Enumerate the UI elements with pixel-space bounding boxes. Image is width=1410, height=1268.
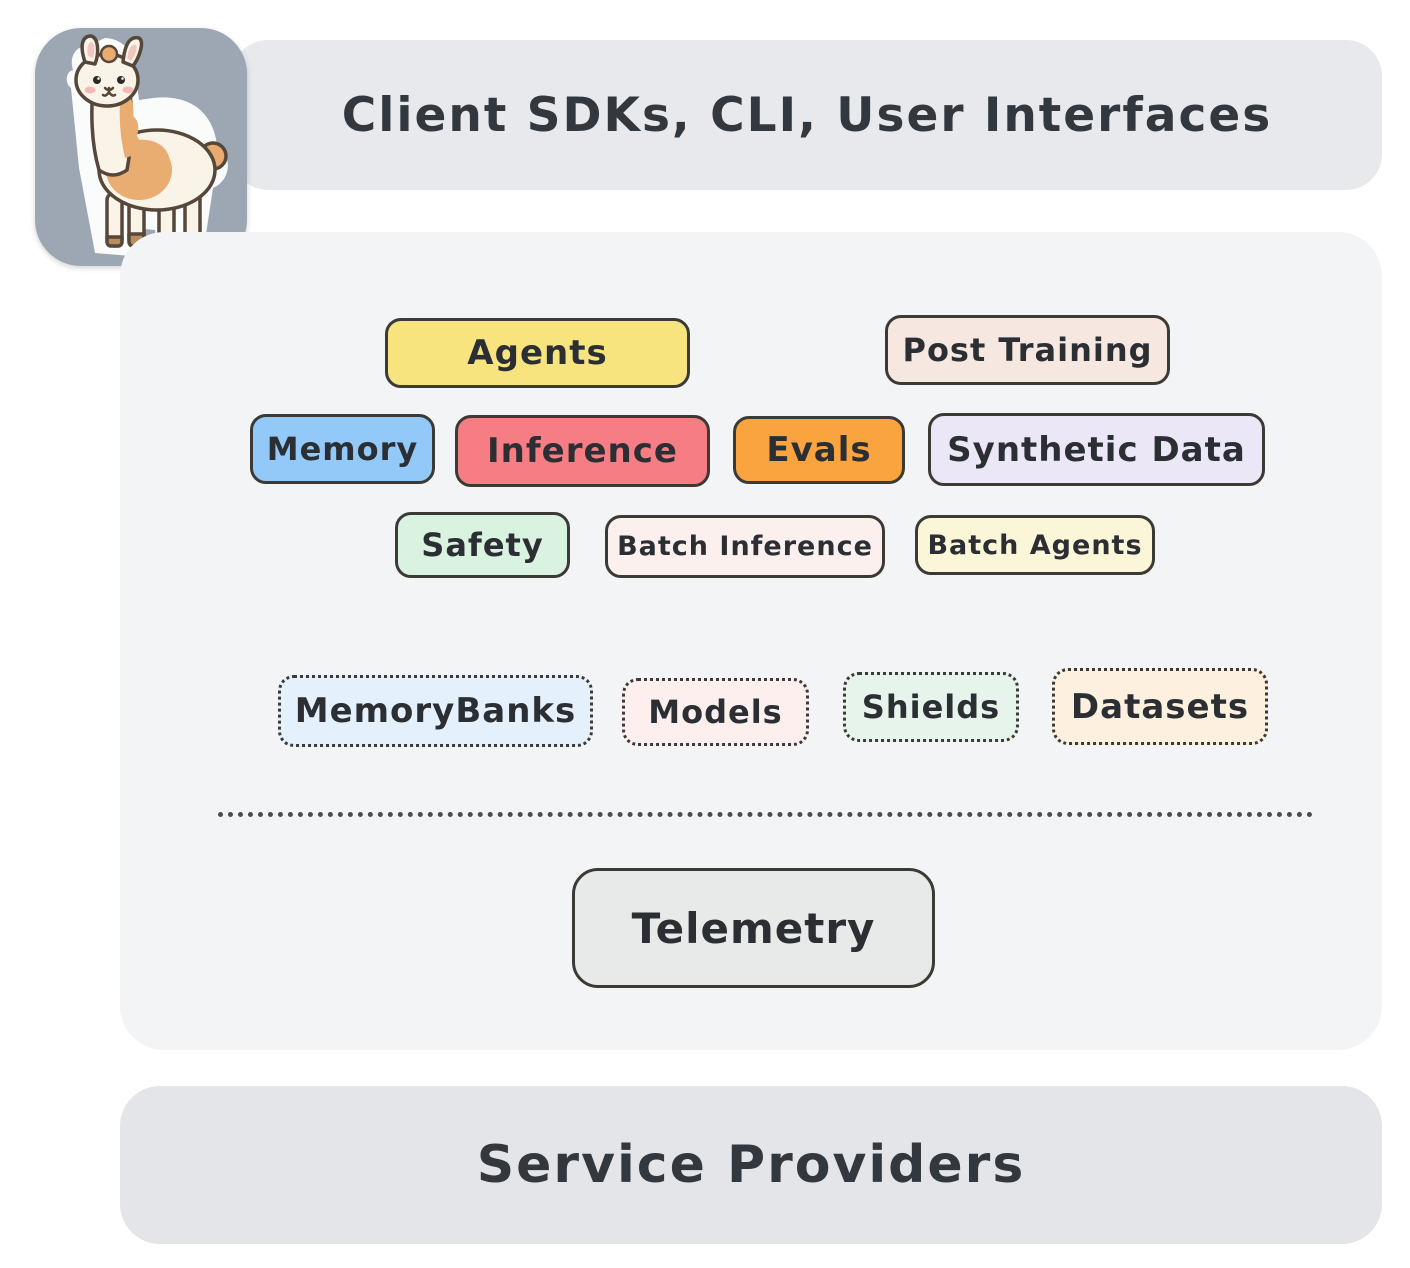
api-box-safety: Safety bbox=[395, 512, 570, 578]
llama-logo-badge bbox=[35, 28, 247, 266]
resource-box-memory-banks: MemoryBanks bbox=[278, 675, 593, 747]
resource-box-models: Models bbox=[622, 678, 809, 746]
api-box-batch-agents: Batch Agents bbox=[915, 515, 1155, 575]
api-box-evals: Evals bbox=[733, 416, 905, 484]
resource-box-models-label: Models bbox=[648, 693, 783, 731]
api-box-synthetic-data: Synthetic Data bbox=[928, 413, 1265, 486]
api-box-memory-label: Memory bbox=[266, 430, 419, 468]
resource-box-datasets: Datasets bbox=[1052, 668, 1268, 745]
llama-icon bbox=[66, 34, 228, 256]
telemetry-box-label: Telemetry bbox=[631, 903, 876, 953]
api-box-batch-inference: Batch Inference bbox=[605, 515, 885, 578]
api-box-post-training: Post Training bbox=[885, 315, 1170, 385]
api-box-agents-label: Agents bbox=[467, 333, 608, 373]
service-providers-banner: Service Providers bbox=[120, 1086, 1382, 1244]
resource-box-datasets-label: Datasets bbox=[1070, 686, 1250, 727]
api-box-post-training-label: Post Training bbox=[902, 331, 1153, 369]
api-box-inference: Inference bbox=[455, 415, 710, 487]
client-layer-banner: Client SDKs, CLI, User Interfaces bbox=[232, 40, 1382, 190]
telemetry-box: Telemetry bbox=[572, 868, 935, 988]
api-box-memory: Memory bbox=[250, 414, 435, 484]
resource-box-memory-banks-label: MemoryBanks bbox=[294, 691, 577, 731]
dotted-divider bbox=[218, 812, 1313, 817]
api-box-agents: Agents bbox=[385, 318, 690, 388]
api-box-batch-agents-label: Batch Agents bbox=[927, 529, 1143, 561]
api-box-synthetic-data-label: Synthetic Data bbox=[947, 429, 1246, 470]
api-box-safety-label: Safety bbox=[421, 526, 544, 564]
api-box-batch-inference-label: Batch Inference bbox=[617, 531, 873, 562]
resource-box-shields: Shields bbox=[843, 672, 1019, 742]
api-box-inference-label: Inference bbox=[487, 431, 678, 471]
service-providers-title: Service Providers bbox=[476, 1135, 1026, 1195]
resource-box-shields-label: Shields bbox=[861, 688, 1001, 726]
client-layer-title: Client SDKs, CLI, User Interfaces bbox=[341, 87, 1273, 143]
api-box-evals-label: Evals bbox=[766, 430, 872, 470]
